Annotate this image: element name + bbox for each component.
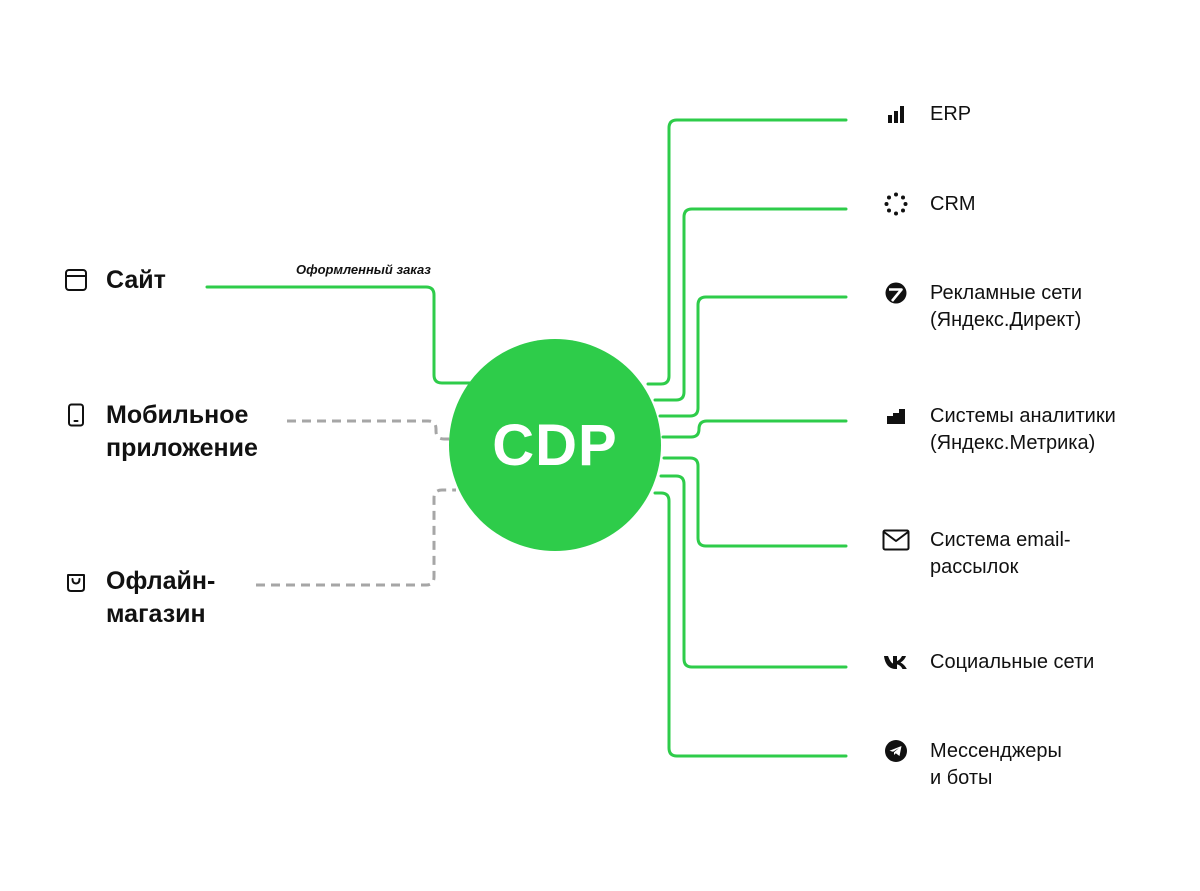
source-offline-store: Офлайн- магазин (64, 565, 215, 631)
link-email (662, 456, 848, 548)
cdp-hub: CDP (449, 339, 661, 551)
destination-crm-label: CRM (930, 193, 976, 215)
smartphone-icon (68, 403, 84, 427)
destination-social-label: Социальные сети (930, 651, 1095, 673)
link-social (659, 474, 848, 669)
destination-email: Система email- рассылок (882, 527, 1071, 581)
destination-ad-networks: Рекламные сети (Яндекс.Директ) (882, 280, 1082, 334)
destination-erp: ERP (882, 101, 971, 128)
link-ads (658, 295, 848, 418)
destination-email-label: Система email- рассылок (930, 529, 1071, 578)
vk-icon (884, 656, 907, 669)
source-mobile-app-label: Мобильное приложение (106, 401, 258, 462)
link-mobile-app (287, 419, 451, 441)
link-website (205, 285, 472, 385)
browser-window-icon (65, 269, 87, 291)
shopping-bag-icon (67, 574, 85, 592)
link-analytics (661, 419, 848, 439)
destination-analytics-label: Системы аналитики (Яндекс.Метрика) (930, 405, 1116, 454)
destination-messengers: Мессенджеры и боты (882, 738, 1062, 792)
yandex-direct-icon (885, 282, 907, 304)
source-website: Сайт (64, 264, 166, 297)
destination-social: Социальные сети (882, 649, 1094, 676)
cdp-hub-label: CDP (492, 412, 618, 478)
source-website-label: Сайт (106, 266, 166, 294)
envelope-icon (882, 529, 910, 551)
source-offline-store-label: Офлайн- магазин (106, 567, 216, 628)
telegram-icon (885, 740, 907, 762)
destination-erp-label: ERP (930, 103, 972, 125)
destination-crm: CRM (882, 191, 976, 218)
dotted-circle-icon (884, 192, 908, 216)
bar-chart-icon (888, 106, 904, 123)
link-erp (646, 118, 848, 386)
link-crm (653, 207, 848, 402)
edge-label-order: Оформленный заказ (296, 262, 431, 277)
yandex-metrica-icon (887, 409, 905, 424)
source-mobile-app: Мобильное приложение (64, 399, 258, 465)
link-offline-store (256, 488, 456, 587)
destination-ad-networks-label: Рекламные сети (Яндекс.Директ) (930, 282, 1082, 331)
link-messengers (653, 491, 848, 758)
destination-messengers-label: Мессенджеры и боты (930, 740, 1062, 789)
destination-analytics: Системы аналитики (Яндекс.Метрика) (882, 403, 1116, 457)
